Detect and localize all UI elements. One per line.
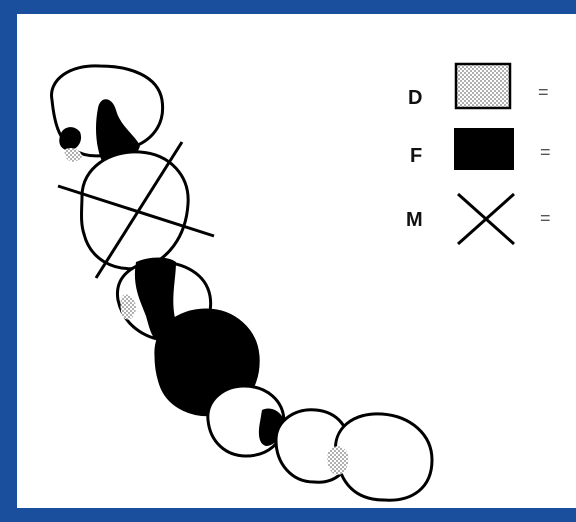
legend-letter-f: F [410,145,422,167]
decayed-swatch [456,64,510,108]
legend-eq-d: = [538,82,549,102]
legend-eq-f: = [540,142,551,162]
legend: D = F = M = [406,64,551,244]
legend-letter-d: D [408,87,422,109]
filled-swatch [454,128,514,170]
missing-x-icon [458,194,514,244]
tooth-7 [327,414,432,500]
tooth-2-missing [58,142,214,278]
legend-letter-m: M [406,209,423,231]
tooth-5 [208,386,284,456]
legend-eq-m: = [540,208,551,228]
